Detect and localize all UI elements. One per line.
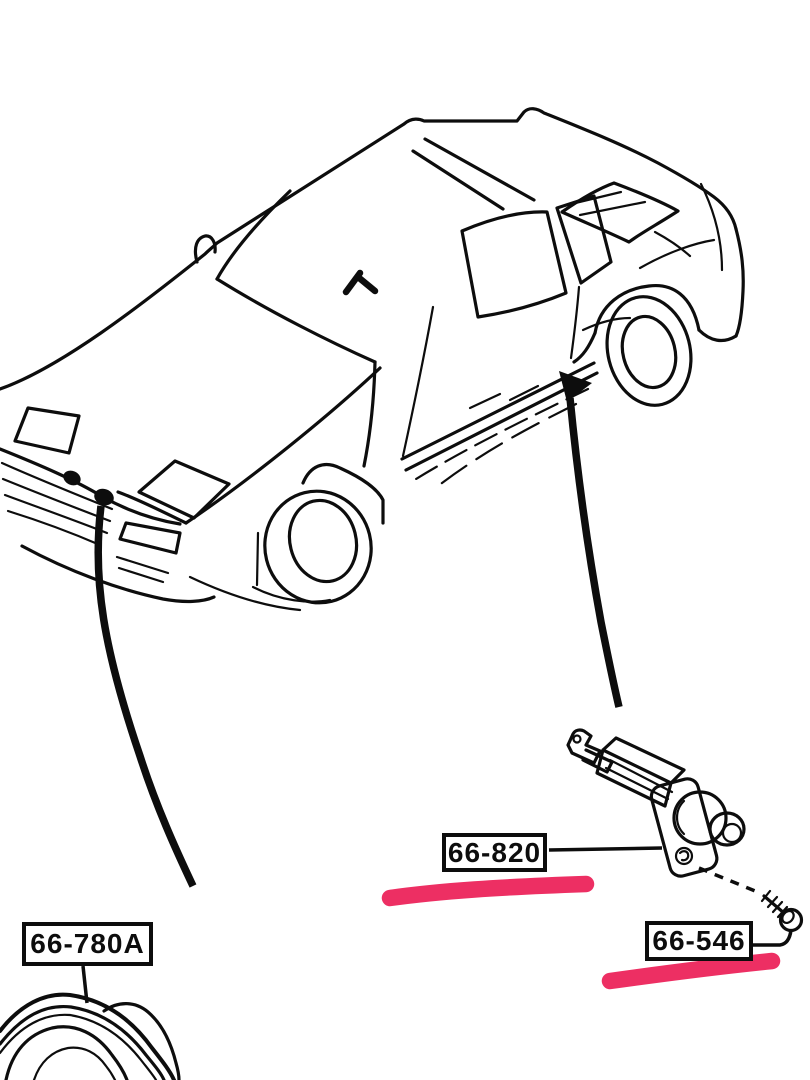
leader-66-820 xyxy=(548,846,663,852)
switch-location-arrow xyxy=(559,371,592,402)
leader-66-780a xyxy=(81,965,89,1004)
highlight-stroke-66-546 xyxy=(601,952,781,990)
callout-66-780a-code: 66-780A xyxy=(30,928,145,959)
screw-illustration xyxy=(760,889,804,933)
door-switch-illustration xyxy=(566,728,746,878)
callout-66-546-code: 66-546 xyxy=(652,925,746,956)
callout-66-820[interactable]: 66-820 xyxy=(442,833,547,872)
screw-alignment-dashed-line xyxy=(698,866,761,895)
callout-66-780a[interactable]: 66-780A xyxy=(22,922,153,966)
leader-66-546 xyxy=(753,929,793,947)
leader-line-speaker xyxy=(94,505,197,888)
leader-line-switch xyxy=(566,397,623,708)
callout-66-820-code: 66-820 xyxy=(447,836,542,868)
car-illustration xyxy=(0,107,745,612)
speaker-location-marker xyxy=(63,470,114,506)
speaker-illustration xyxy=(0,992,181,1080)
callout-66-546[interactable]: 66-546 xyxy=(645,921,753,961)
highlight-stroke-66-820 xyxy=(381,875,595,907)
